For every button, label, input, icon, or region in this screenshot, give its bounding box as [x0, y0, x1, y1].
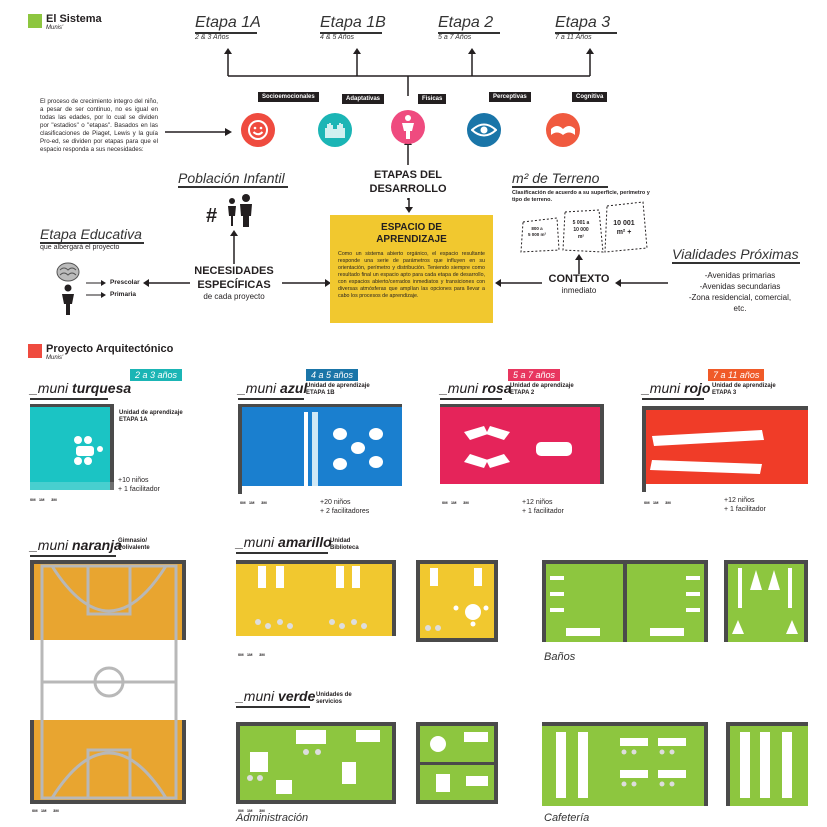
vialidades-list: -Avenidas primarias -Avenidas secundaria… — [688, 271, 792, 313]
badge-rosa: 5 a 7 años — [508, 369, 561, 381]
espacio-text: Como un sistema abierto orgánico, el esp… — [338, 251, 485, 299]
module-title-azul: _muni azul — [238, 380, 308, 396]
note-azul: +20 niños + 2 facilitadores — [320, 499, 370, 515]
unit-azul: Unidad de aprendizaje ETAPA 1B — [306, 383, 370, 396]
child-figure-icon — [60, 284, 76, 321]
unit-rosa: Unidad de aprendizaje ETAPA 2 — [510, 383, 574, 396]
plan-cafeteria-main — [542, 722, 708, 806]
dimension-fisicas: Fisicas — [418, 94, 447, 104]
module-title-turquesa: _muni turquesa — [30, 380, 132, 396]
module-title-rojo: _muni rojo — [642, 380, 711, 396]
scale-amarillo: 0M 1M 3M — [238, 652, 265, 657]
espacio-aprendizaje-box: ESPACIO DE APRENDIZAJE Como un sistema a… — [330, 215, 493, 323]
proyecto-square — [28, 344, 42, 358]
person-icon — [391, 110, 425, 144]
stage-1b: Etapa 1B 4 & 5 Años — [320, 14, 386, 41]
plan-amarillo-side — [416, 560, 498, 642]
eye-icon — [467, 113, 501, 147]
arrow-to-espacio-right — [495, 279, 542, 287]
arrow-up-poblacion — [230, 230, 238, 264]
scale-rojo: 0M 1M 3M — [644, 500, 671, 505]
dimension-adaptativas: Adaptativas — [342, 94, 385, 104]
brain-icon — [56, 262, 80, 287]
contexto-sub: inmediato — [561, 286, 597, 295]
lot-medium: 5 001 a 10 000 m² — [572, 220, 590, 240]
plan-cafeteria-side — [726, 722, 808, 806]
unit-turquesa: Unidad de aprendizaje ETAPA 1A — [119, 410, 183, 423]
caption-cafeteria: Cafetería — [544, 812, 590, 824]
badge-azul: 4 a 5 años — [306, 369, 359, 381]
smiley-icon — [241, 113, 275, 147]
intro-text: El proceso de crecimiento integro del ni… — [40, 98, 158, 153]
arrow-from-vialidades — [615, 279, 668, 287]
plan-verde-admin — [236, 722, 396, 804]
arrow-to-espacio-left — [282, 279, 331, 287]
scale-naranja: 0M 1M 3M — [32, 808, 59, 813]
note-turquesa: +10 niños + 1 facilitador — [118, 477, 160, 493]
terreno-text: Clasificación de acuerdo a su superficie… — [512, 190, 650, 203]
module-title-verde: _muni verde — [236, 688, 316, 704]
plan-banos-side — [724, 560, 808, 642]
dimension-perceptivas: Perceptivas — [489, 92, 531, 102]
arrow-from-educativa — [143, 279, 190, 287]
plan-rosa — [440, 404, 604, 492]
sistema-subtitle: Munis' — [46, 25, 64, 31]
sistema-title: El Sistema — [46, 13, 102, 25]
poblacion-block: Población Infantil — [178, 170, 288, 188]
stage-1a: Etapa 1A 2 & 3 Años — [195, 14, 261, 41]
note-rojo: +12 niños + 1 facilitador — [724, 497, 766, 513]
dimension-socioemocionales: Socioemocionales — [258, 92, 319, 102]
scale-azul: 0M 1M 3M — [240, 500, 267, 505]
hands-icon — [318, 113, 352, 147]
lot-large: 10 001 m² + — [613, 220, 635, 236]
educativa-arrows — [86, 280, 106, 298]
plan-turquesa — [30, 404, 114, 490]
unit-rojo: Unidad de aprendizaje ETAPA 3 — [712, 383, 776, 396]
stage-3: Etapa 3 7 a 11 Años — [555, 14, 617, 41]
badge-rojo: 7 a 11 años — [708, 369, 765, 381]
etapa-educativa-block: Etapa Educativa que albergará el proyect… — [40, 226, 144, 251]
module-title-naranja: _muni naranja — [30, 537, 122, 553]
scale-turquesa: 0M 1M 3M — [30, 497, 57, 502]
etapas-desarrollo-label: ETAPAS DEL DESARROLLO — [369, 169, 447, 195]
plan-amarillo-main — [236, 560, 396, 642]
terreno-lots — [520, 201, 648, 253]
plan-azul — [238, 404, 402, 494]
unit-verde: Unidades de servicios — [316, 692, 352, 705]
dimension-cognitiva: Cognitiva — [572, 92, 608, 102]
vialidades-block: Vialidades Próximas — [672, 246, 800, 264]
plan-naranja — [30, 560, 186, 804]
module-title-rosa: _muni rosa — [440, 380, 512, 396]
lot-small: 800 a 5 000 m² — [527, 226, 546, 237]
plan-banos-main — [542, 560, 708, 642]
plan-rojo — [642, 406, 808, 492]
scale-verde: 0M 1M 3M — [238, 808, 265, 813]
necesidades-title: NECESIDADES ESPECÍFICAS — [194, 265, 274, 291]
sistema-square — [28, 14, 42, 28]
stage-2: Etapa 2 5 a 7 Años — [438, 14, 500, 41]
unit-amarillo: Unidad Biblioteca — [330, 538, 359, 551]
contexto-title: CONTEXTO — [548, 273, 610, 285]
caption-banos: Baños — [544, 651, 576, 663]
unit-naranja: Gimnasio/ Polivalente — [118, 538, 150, 551]
scale-rosa: 0M 1M 3M — [442, 500, 469, 505]
svg-text:#: # — [206, 205, 217, 227]
terreno-block: m² de Terreno — [512, 170, 608, 188]
badge-turquesa: 2 a 3 años — [130, 369, 183, 381]
arrow-down-espacio — [405, 198, 413, 213]
children-family-icon: # — [206, 192, 261, 233]
module-title-amarillo: _muni amarillo — [236, 534, 332, 550]
arrow-up-terreno — [575, 254, 583, 274]
prescolar-label: Prescolar — [110, 279, 140, 286]
caption-administracion: Administración — [236, 812, 309, 824]
primaria-label: Primaria — [110, 291, 137, 298]
necesidades-sub: de cada proyecto — [203, 292, 265, 301]
espacio-title: ESPACIO DE APRENDIZAJE — [376, 222, 447, 245]
proyecto-title: Proyecto Arquitectónico — [46, 343, 174, 355]
book-icon — [546, 113, 580, 147]
plan-verde-side — [416, 722, 498, 804]
proyecto-subtitle: Munis' — [46, 355, 64, 361]
note-rosa: +12 niños + 1 facilitador — [522, 499, 564, 515]
